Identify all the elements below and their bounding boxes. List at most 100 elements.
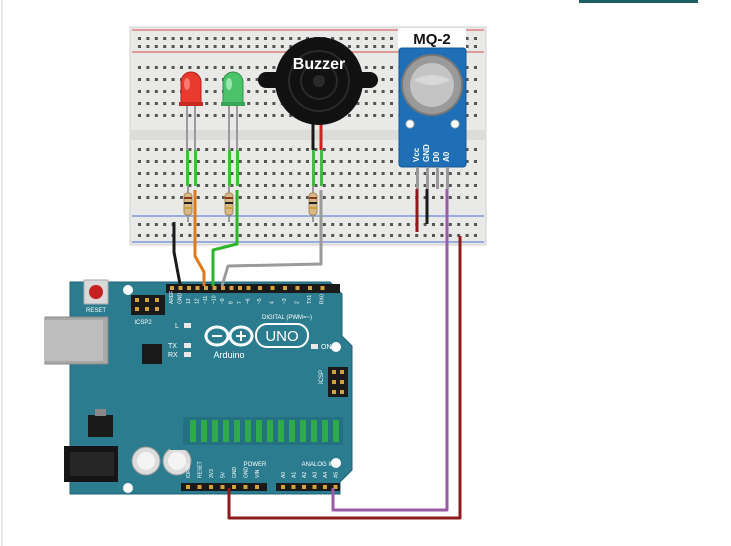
breadboard-hole — [364, 114, 368, 117]
breadboard-hole — [230, 172, 234, 175]
header-pin — [170, 286, 174, 290]
breadboard-hole — [339, 37, 343, 40]
breadboard-hole — [390, 223, 393, 226]
breadboard-hole — [297, 184, 301, 187]
breadboard-hole — [230, 45, 234, 48]
breadboard-hole — [289, 148, 293, 151]
breadboard-hole — [297, 37, 301, 40]
breadboard-hole — [322, 184, 326, 187]
header-pin — [302, 485, 306, 489]
sensor-pin-label: GND — [422, 144, 431, 162]
breadboard-hole — [465, 196, 469, 199]
breadboard-hole — [297, 196, 301, 199]
breadboard-hole — [331, 223, 335, 226]
analog-pin-label: A3 — [313, 472, 319, 478]
mount-hole — [331, 458, 341, 468]
chip-leg — [190, 420, 196, 442]
breadboard-hole — [146, 66, 150, 69]
breadboard-hole — [196, 160, 200, 163]
breadboard-hole — [205, 148, 209, 151]
breadboard-hole — [138, 114, 141, 117]
breadboard-hole — [364, 102, 368, 105]
small-chip — [142, 344, 162, 364]
header-pin — [323, 485, 327, 489]
breadboard-hole — [348, 148, 351, 151]
breadboard-hole — [314, 184, 318, 187]
resistor-3 — [308, 185, 318, 222]
breadboard-hole — [205, 102, 209, 105]
breadboard-hole — [272, 196, 276, 199]
breadboard-hole — [280, 37, 284, 40]
breadboard-hole — [238, 172, 242, 175]
breadboard-hole — [146, 234, 150, 237]
digital-pin-label: 8 — [229, 301, 235, 304]
breadboard-hole — [390, 196, 393, 199]
breadboard-hole — [138, 184, 141, 187]
breadboard-hole — [163, 234, 167, 237]
breadboard-hole — [138, 160, 141, 163]
breadboard-hole — [423, 223, 427, 226]
breadboard-hole — [163, 184, 167, 187]
breadboard-hole — [457, 234, 461, 237]
breadboard-hole — [180, 66, 183, 69]
breadboard-hole — [230, 148, 234, 151]
breadboard-hole — [474, 78, 477, 81]
breadboard-hole — [390, 102, 393, 105]
breadboard-hole — [390, 184, 393, 187]
breadboard-hole — [196, 114, 200, 117]
breadboard-hole — [196, 148, 200, 151]
status-leds: L TX RX ON — [168, 323, 332, 359]
breadboard-hole — [205, 196, 209, 199]
breadboard-hole — [205, 37, 209, 40]
breadboard-hole — [222, 148, 225, 151]
breadboard-hole — [331, 184, 335, 187]
breadboard-hole — [390, 148, 393, 151]
breadboard-hole — [381, 148, 385, 151]
resistor-2 — [224, 185, 234, 222]
breadboard-hole — [465, 114, 469, 117]
breadboard-hole — [247, 160, 251, 163]
breadboard-hole — [272, 223, 276, 226]
led-label-rx: RX — [168, 352, 178, 359]
digital-pin-label: 12 — [195, 298, 201, 304]
led-label-tx: TX — [168, 343, 177, 350]
chip-leg — [333, 420, 339, 442]
header-pin — [195, 286, 200, 290]
breadboard-hole — [188, 148, 192, 151]
breadboard-hole — [339, 184, 343, 187]
breadboard-hole — [280, 45, 284, 48]
breadboard-hole — [188, 234, 192, 237]
digital-pin-label: ~3 — [282, 298, 288, 304]
breadboard-hole — [356, 102, 360, 105]
breadboard-hole — [154, 114, 158, 117]
header-pin — [281, 485, 285, 489]
breadboard-hole — [289, 45, 293, 48]
led-label-l: L — [175, 323, 179, 330]
arduino-uno-board: RESET ICSP2 L TX RX ON — [44, 279, 353, 495]
header-pin — [255, 485, 259, 489]
breadboard-hole — [213, 78, 217, 81]
breadboard-hole — [474, 160, 477, 163]
breadboard-hole — [448, 223, 452, 226]
breadboard-hole — [390, 90, 393, 93]
breadboard-hole — [322, 148, 326, 151]
breadboard-hole — [465, 234, 469, 237]
breadboard-hole — [356, 160, 360, 163]
breadboard-hole — [138, 172, 141, 175]
breadboard-hole — [322, 172, 326, 175]
breadboard-hole — [247, 102, 251, 105]
breadboard-hole — [314, 160, 318, 163]
breadboard-hole — [138, 196, 141, 199]
breadboard-hole — [238, 234, 242, 237]
sensor-pin-label: Vcc — [412, 147, 421, 162]
breadboard-hole — [390, 114, 393, 117]
wire-purple-a0 — [331, 189, 449, 512]
breadboard-hole — [474, 148, 477, 151]
breadboard-hole — [213, 223, 217, 226]
digital-pin-label: ~5 — [257, 298, 263, 304]
breadboard-hole — [348, 45, 351, 48]
breadboard-hole — [440, 196, 444, 199]
breadboard-hole — [146, 148, 150, 151]
breadboard-hole — [188, 223, 192, 226]
